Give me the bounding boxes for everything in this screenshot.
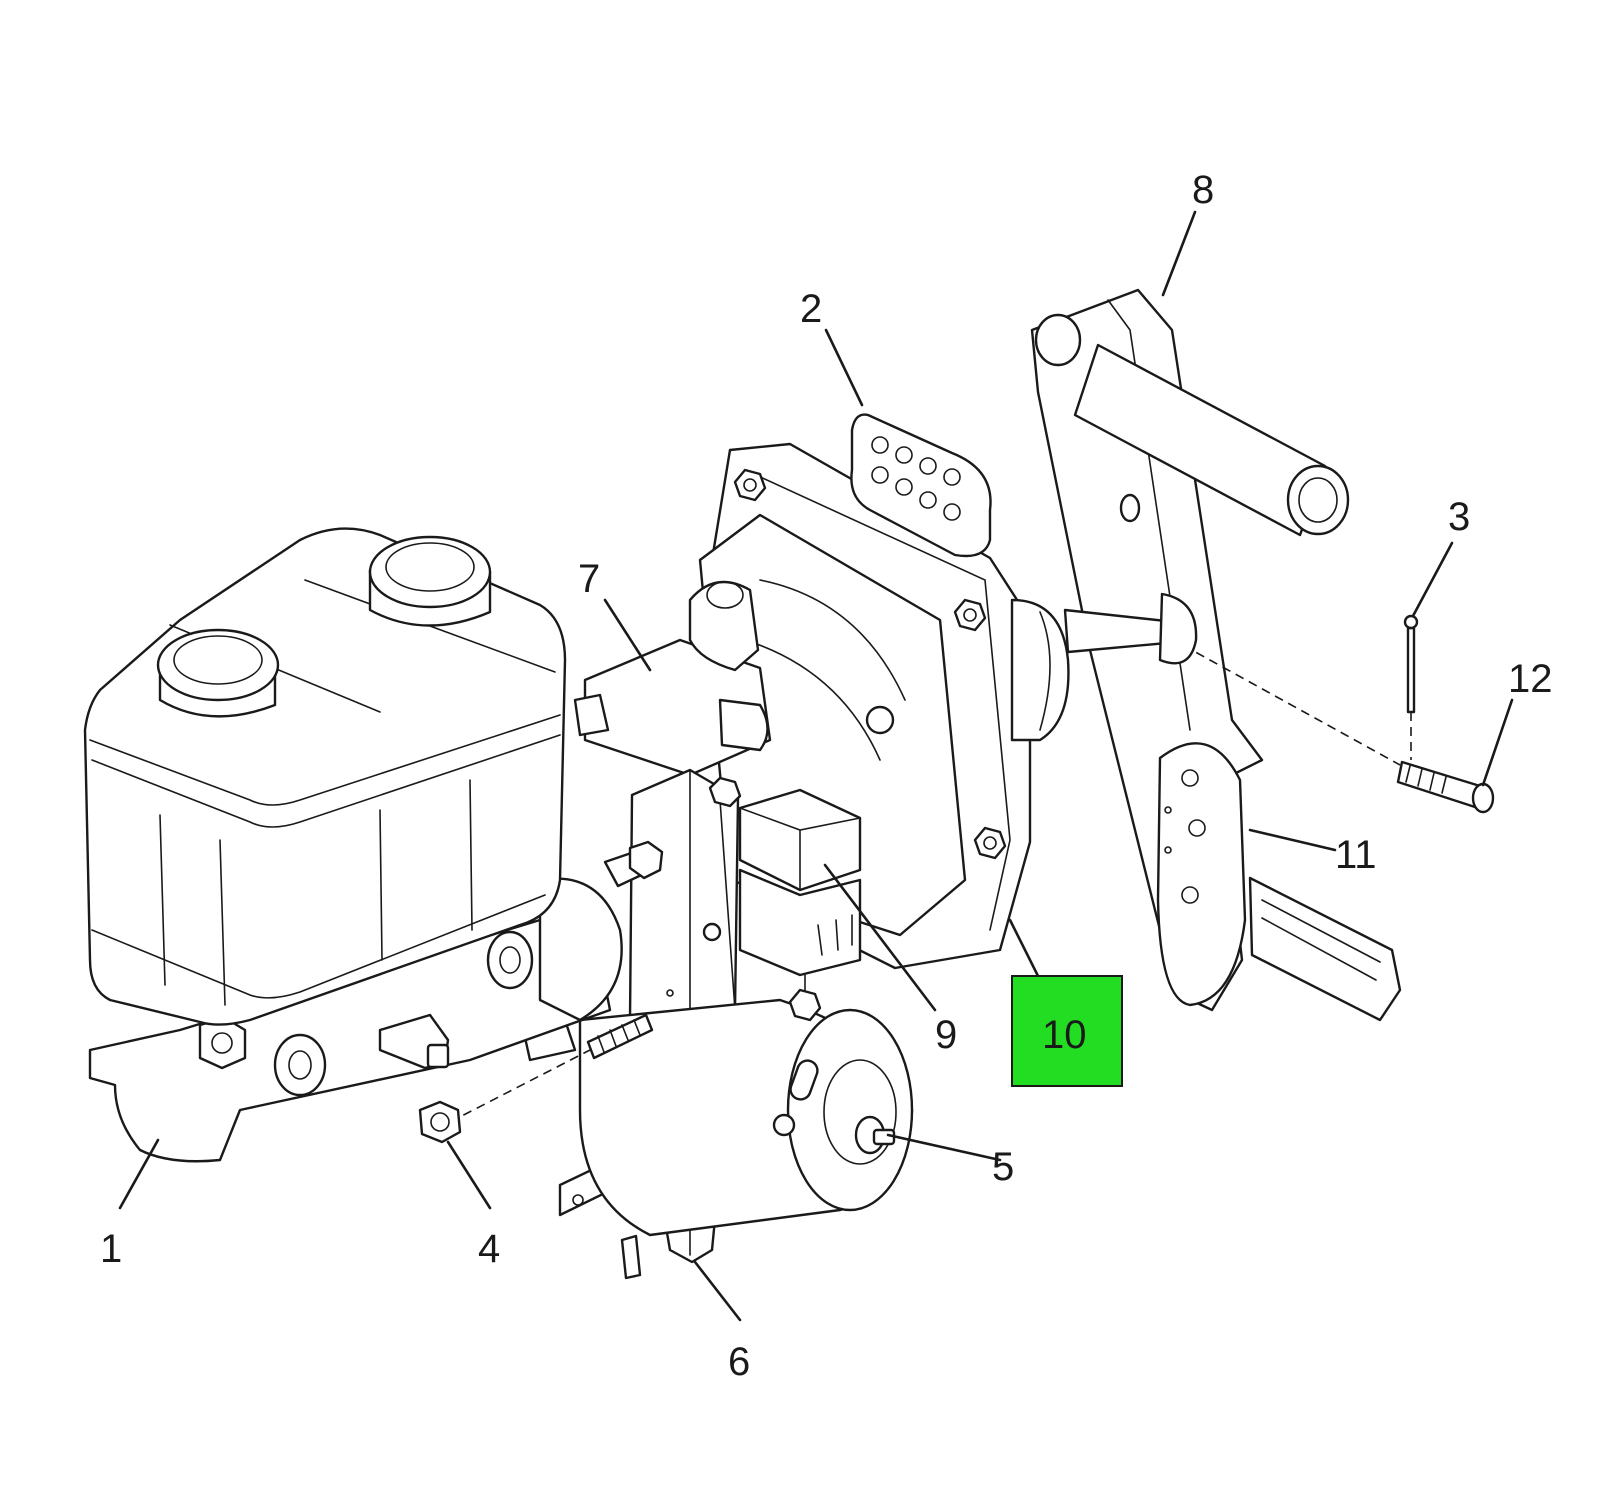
pedal-pad <box>1156 742 1402 1022</box>
cotter-pin <box>1403 614 1419 714</box>
mounting-nut-top <box>733 468 767 502</box>
callout-11: 11 <box>1335 833 1377 877</box>
reservoir-cap-rear <box>368 535 492 627</box>
gasket <box>850 413 992 558</box>
booster-boot <box>1010 598 1070 742</box>
callout-6: 6 <box>728 1340 750 1384</box>
pedal-pivot-tube <box>1034 313 1350 537</box>
nut-alignment-line <box>449 1049 591 1123</box>
mounting-nut-bottom <box>973 826 1007 860</box>
highlight-box-10 <box>1011 975 1123 1087</box>
callout-2: 2 <box>800 287 822 331</box>
push-rod <box>1063 592 1198 665</box>
clevis-pin <box>1396 760 1495 814</box>
callout-8: 8 <box>1192 168 1214 212</box>
pump-motor <box>578 974 914 1237</box>
callout-9: 9 <box>935 1013 957 1057</box>
callout-5: 5 <box>992 1145 1014 1189</box>
pressure-sensor <box>738 788 862 977</box>
hydraulic-valve-body <box>573 580 772 777</box>
callout-10: 10 <box>1042 1013 1087 1057</box>
reservoir-cap-front <box>156 628 280 718</box>
pin-alignment-line <box>1169 637 1412 766</box>
mounting-nut-right <box>953 598 987 632</box>
mounting-nut-mid <box>865 705 895 735</box>
callout-7: 7 <box>578 557 600 601</box>
callout-4: 4 <box>478 1227 500 1271</box>
hex-nut <box>418 1100 462 1144</box>
brake-line-fitting <box>603 840 664 888</box>
callout-1: 1 <box>100 1227 122 1271</box>
master-cylinder-body <box>88 877 623 1163</box>
callout-12: 12 <box>1508 657 1553 701</box>
callout-3: 3 <box>1448 495 1470 539</box>
leader-lines <box>118 210 1514 1322</box>
